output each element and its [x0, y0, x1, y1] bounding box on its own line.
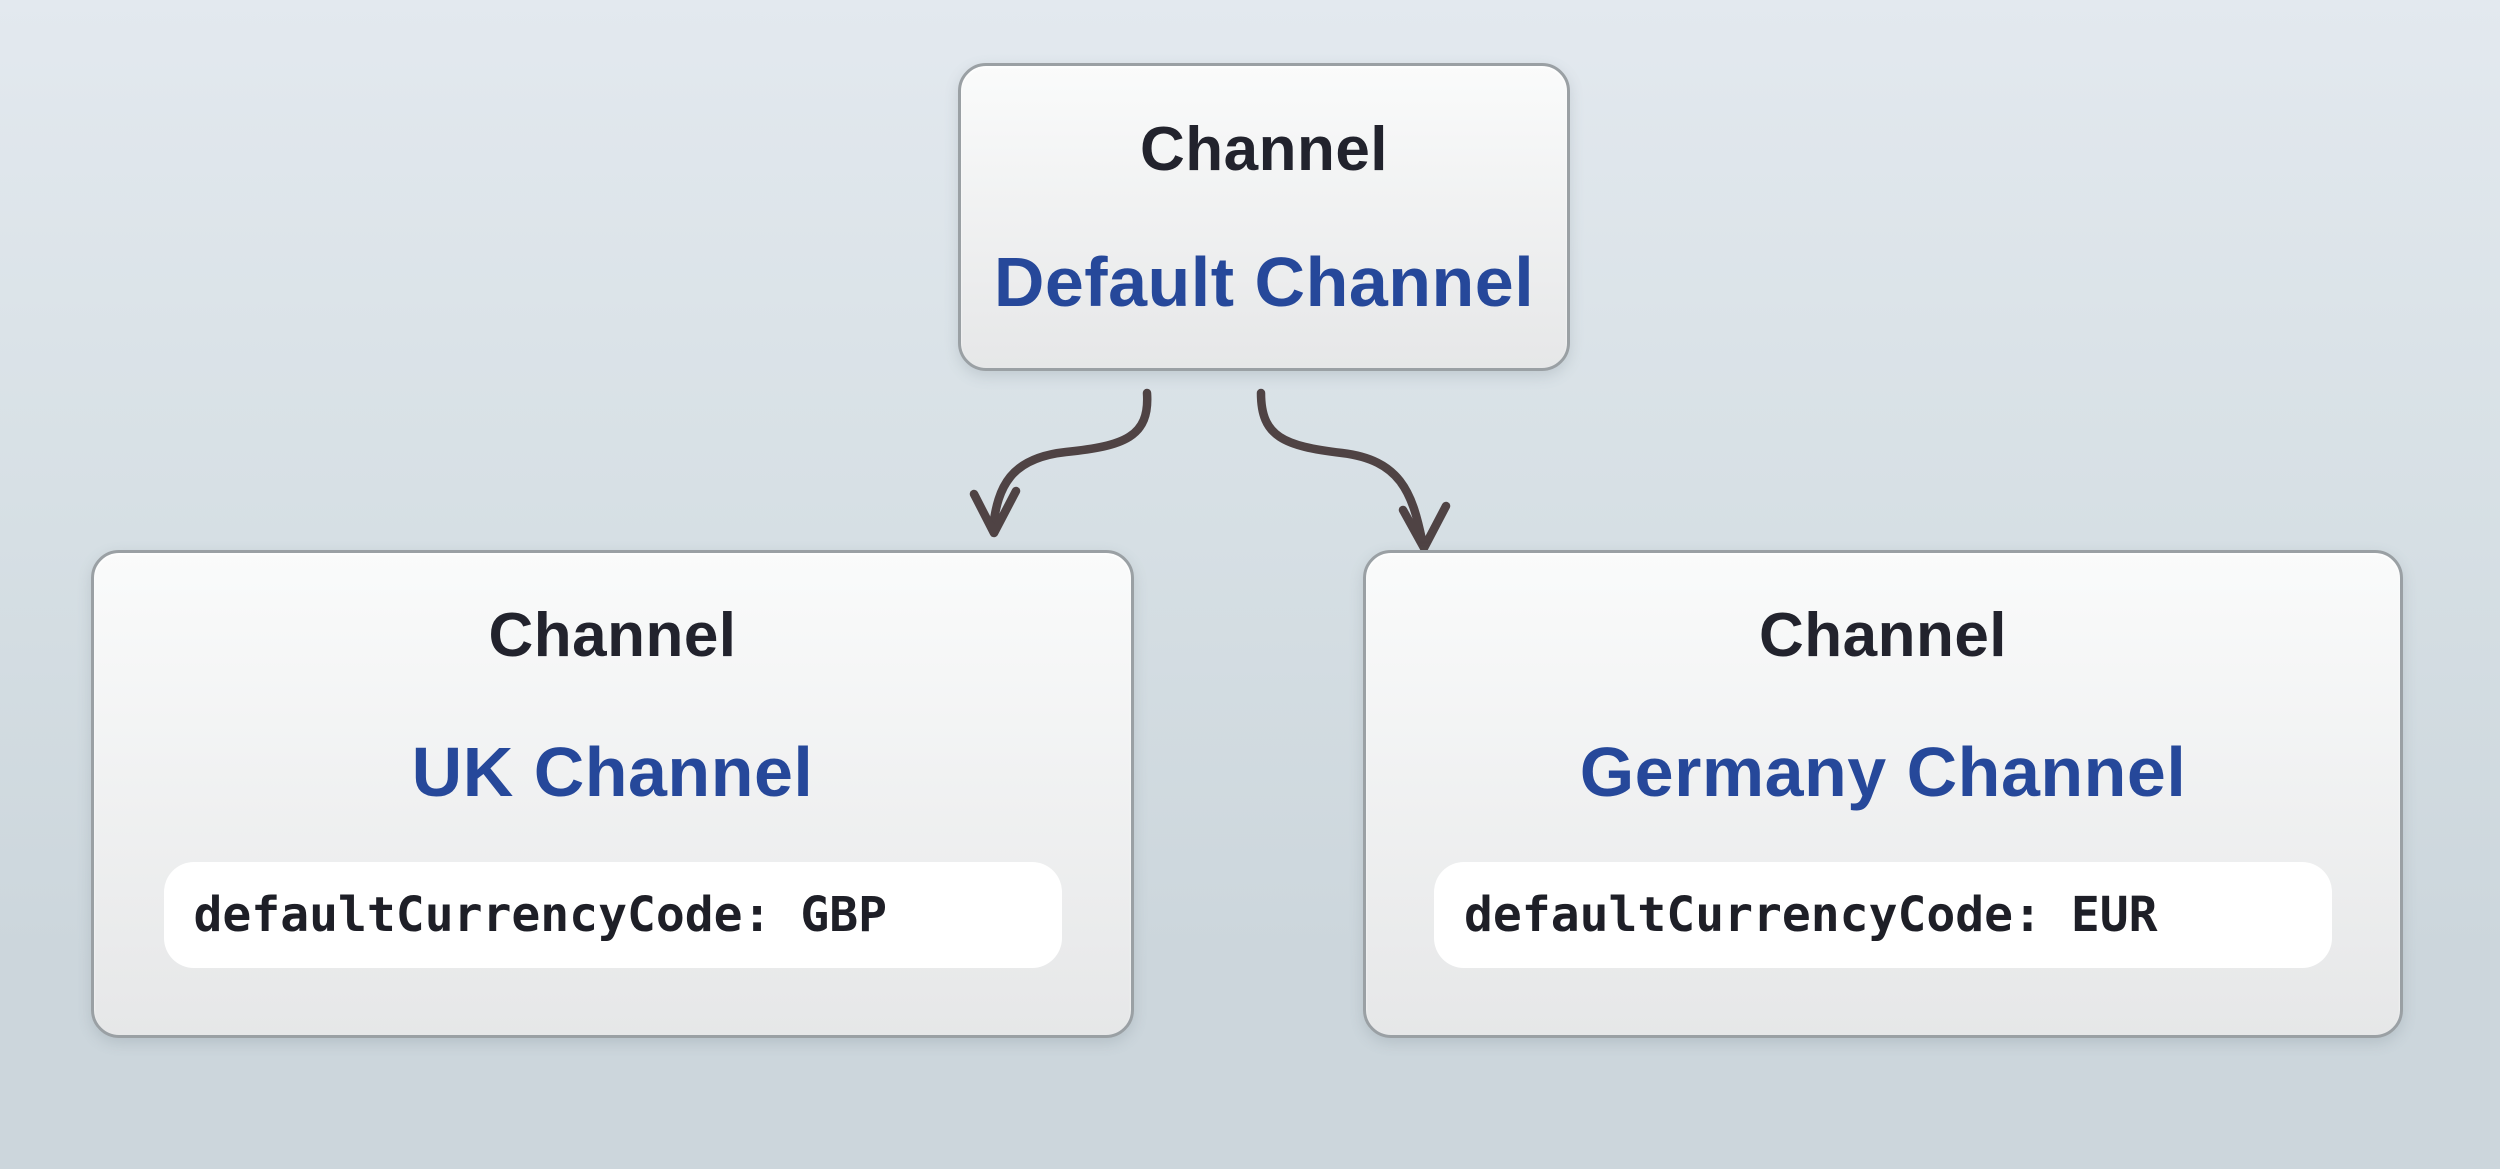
attribute-text: defaultCurrencyCode: GBP: [193, 887, 888, 943]
node-name: Default Channel: [993, 243, 1535, 321]
arrow-root-to-uk-channel: [969, 388, 1152, 538]
attribute-pill: defaultCurrencyCode: EUR: [1434, 862, 2332, 968]
node-uk-channel: Channel UK Channel defaultCurrencyCode: …: [91, 550, 1134, 1038]
node-name: Germany Channel: [1579, 733, 2187, 811]
attribute-text: defaultCurrencyCode: EUR: [1464, 887, 2158, 943]
attribute-pill: defaultCurrencyCode: GBP: [163, 862, 1062, 968]
node-default-channel: Channel Default Channel: [958, 63, 1570, 371]
node-type-label: Channel: [1758, 601, 2008, 670]
node-germany-channel: Channel Germany Channel defaultCurrencyC…: [1363, 550, 2403, 1038]
arrow-root-to-germany-channel: [1256, 388, 1451, 553]
node-name: UK Channel: [411, 733, 814, 811]
node-type-label: Channel: [488, 601, 737, 670]
node-type-label: Channel: [1139, 115, 1389, 184]
